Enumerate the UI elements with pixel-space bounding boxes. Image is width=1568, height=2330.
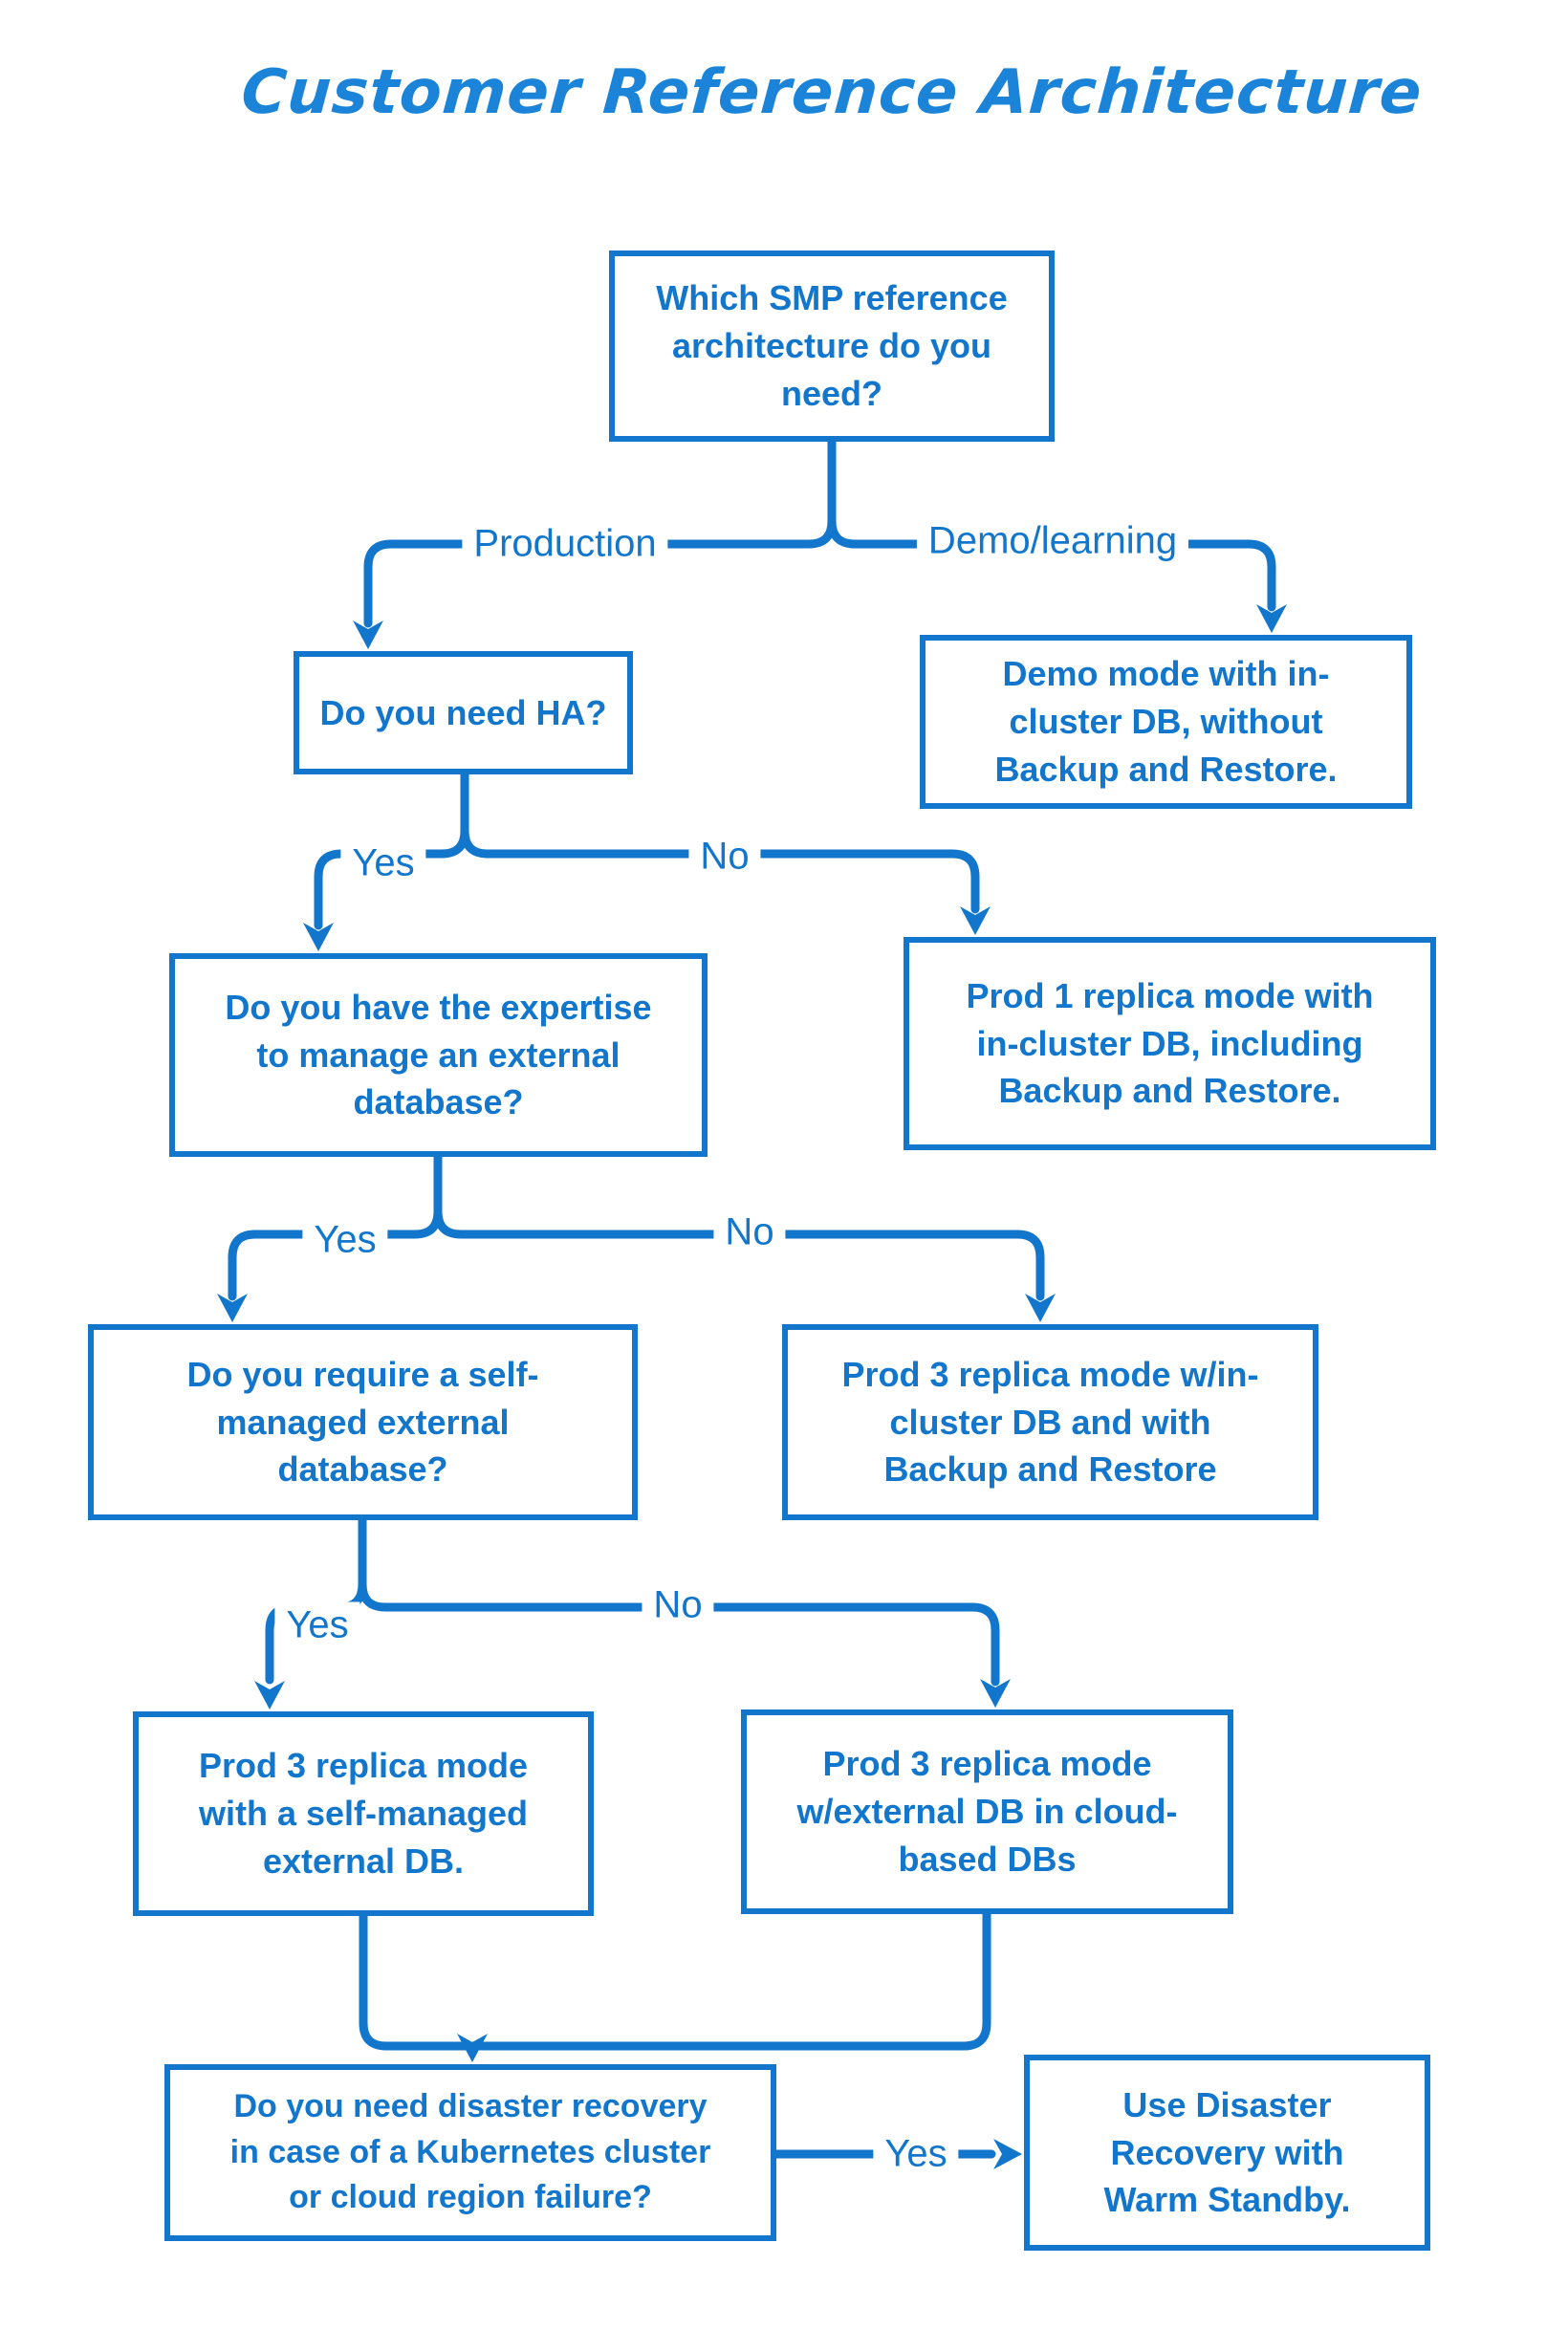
node-question-self-managed: Do you require a self- managed external … <box>88 1324 638 1520</box>
arrow-down-icon <box>457 2034 488 2062</box>
arrow-down-icon <box>1256 604 1287 633</box>
arrow-down-icon <box>980 1679 1011 1708</box>
node-question-need-ha: Do you need HA? <box>294 651 633 774</box>
node-result-prod3-cloud: Prod 3 replica mode w/external DB in clo… <box>741 1709 1233 1914</box>
edge-selfmanaged-yes <box>265 1515 367 1685</box>
arrow-down-icon <box>254 1681 285 1709</box>
edge-label-production: Production <box>462 520 668 568</box>
edge-selfmanaged-no <box>358 1579 1000 1687</box>
node-question-expertise: Do you have the expertise to manage an e… <box>169 953 708 1157</box>
edge-label-ha-yes: Yes <box>340 839 426 887</box>
page-title: Customer Reference Architecture <box>239 57 1425 128</box>
edge-label-expertise-yes: Yes <box>302 1216 388 1264</box>
edge-label-selfmanaged-no: No <box>642 1581 714 1629</box>
edge-label-dr-yes: Yes <box>873 2130 959 2178</box>
edge-label-selfmanaged-yes: Yes <box>274 1601 360 1649</box>
arrow-down-icon <box>1025 1294 1056 1322</box>
node-question-reference-architecture: Which SMP reference architecture do you … <box>609 250 1055 442</box>
arrow-down-icon <box>217 1294 248 1322</box>
edge-label-expertise-no: No <box>713 1209 786 1256</box>
node-result-prod1-incluster: Prod 1 replica mode with in-cluster DB, … <box>904 937 1436 1150</box>
arrow-right-icon <box>993 2139 1022 2169</box>
edge-label-ha-no: No <box>688 833 761 881</box>
arrow-down-icon <box>960 906 991 935</box>
node-result-prod3-incluster: Prod 3 replica mode w/in- cluster DB and… <box>782 1324 1318 1520</box>
arrow-down-icon <box>353 621 383 649</box>
edge-label-demo-learning: Demo/learning <box>916 517 1189 565</box>
edge-merge <box>359 1909 991 2051</box>
edge-expertise-no <box>433 1207 1045 1301</box>
arrow-down-icon <box>303 923 334 951</box>
edge-ha-no <box>460 826 980 914</box>
edge-demo-learning <box>827 516 1276 612</box>
node-question-disaster-recovery: Do you need disaster recovery in case of… <box>164 2064 776 2241</box>
node-result-demo-mode: Demo mode with in- cluster DB, without B… <box>920 635 1412 809</box>
node-result-warm-standby: Use Disaster Recovery with Warm Standby. <box>1024 2055 1430 2251</box>
node-result-prod3-selfmanaged: Prod 3 replica mode with a self-managed … <box>133 1711 594 1916</box>
